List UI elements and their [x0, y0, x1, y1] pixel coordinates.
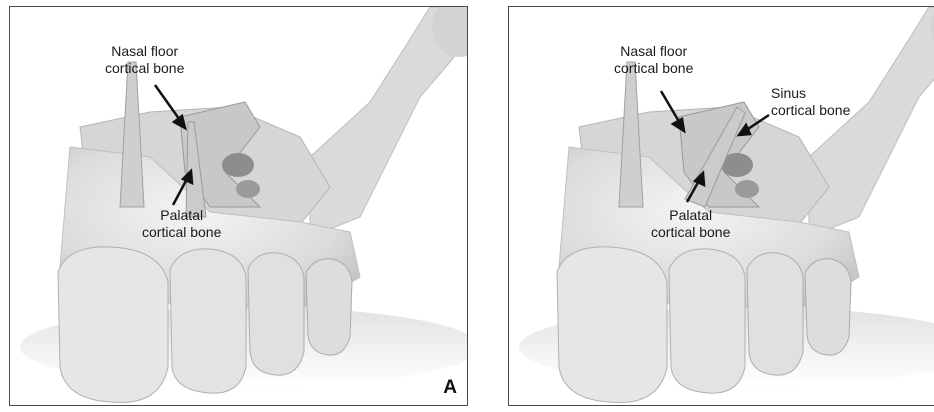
maxilla-render-a	[10, 7, 468, 406]
tooth-3	[248, 253, 304, 375]
sinus-cavity-small	[236, 180, 260, 198]
label-line-1: Palatal	[142, 207, 221, 224]
implant-pin	[120, 62, 144, 207]
tooth-1	[58, 247, 168, 403]
tooth-4	[306, 259, 352, 355]
label-line-1: Nasal floor	[614, 43, 693, 60]
label-line-2: cortical bone	[651, 224, 730, 241]
label-line-2: cortical bone	[614, 60, 693, 77]
sinus-cavity	[222, 153, 254, 177]
sinus-cavity-small	[735, 180, 759, 198]
label-palatal-cortical-bone: Palatal cortical bone	[651, 207, 730, 241]
label-line-2: cortical bone	[142, 224, 221, 241]
tooth-2	[669, 249, 745, 393]
label-palatal-cortical-bone: Palatal cortical bone	[142, 207, 221, 241]
implant-pin	[619, 62, 643, 207]
panel-letter-a: A	[443, 377, 457, 399]
label-nasal-floor-cortical-bone: Nasal floor cortical bone	[105, 43, 184, 77]
tooth-1	[557, 247, 667, 403]
figure-panel-a: Nasal floor cortical bone Palatal cortic…	[9, 6, 468, 406]
label-line-1: Nasal floor	[105, 43, 184, 60]
tooth-4	[805, 259, 851, 355]
tooth-2	[170, 249, 246, 393]
label-sinus-cortical-bone: Sinus cortical bone	[771, 85, 850, 119]
tooth-3	[747, 253, 803, 375]
label-line-2: cortical bone	[105, 60, 184, 77]
label-nasal-floor-cortical-bone: Nasal floor cortical bone	[614, 43, 693, 77]
label-line-1: Sinus	[771, 85, 850, 102]
label-line-1: Palatal	[651, 207, 730, 224]
figure-panel-b: Nasal floor cortical bone Sinus cortical…	[508, 6, 934, 406]
zygomatic-bone	[809, 7, 934, 237]
label-line-2: cortical bone	[771, 102, 850, 119]
